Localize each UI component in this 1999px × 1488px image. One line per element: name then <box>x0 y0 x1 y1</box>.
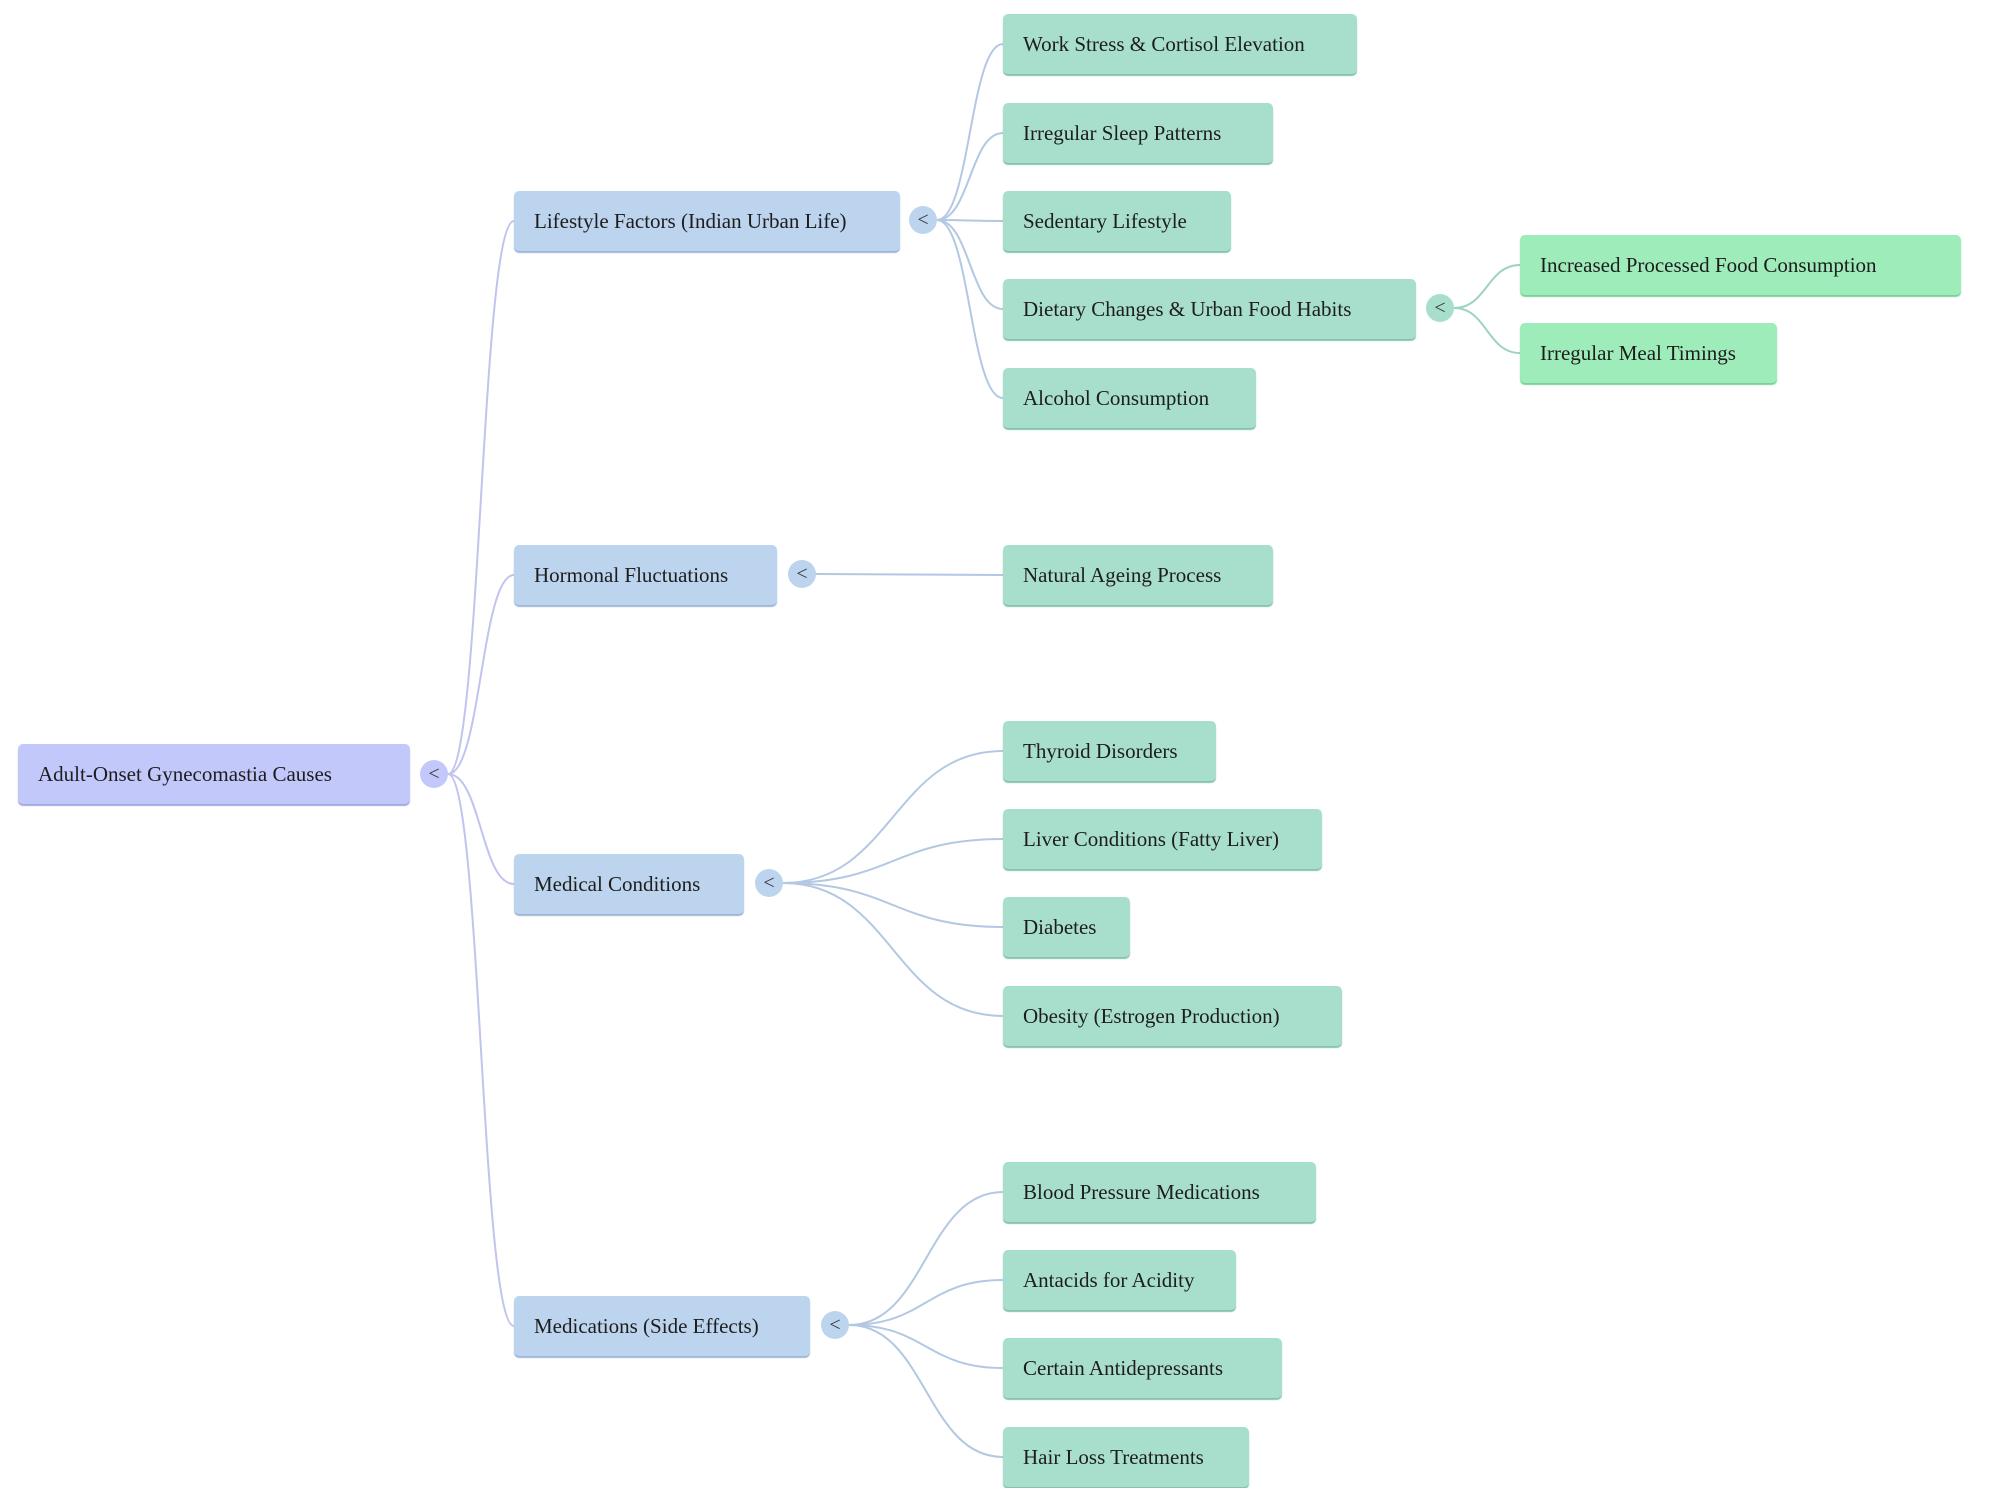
leaf-irregular-sleep[interactable]: Irregular Sleep Patterns <box>1003 103 1273 163</box>
branch-label: Hormonal Fluctuations <box>534 562 729 587</box>
medical-link-0 <box>782 750 1004 884</box>
medications-collapse-toggle[interactable]: < <box>821 1311 849 1339</box>
leaf-thyroid-disorders[interactable]: Thyroid Disorders <box>1003 721 1216 781</box>
medications-link-2 <box>848 1324 1004 1369</box>
root-collapse-toggle[interactable]: < <box>420 760 448 788</box>
leaf-antidepressants[interactable]: Certain Antidepressants <box>1003 1338 1282 1398</box>
leaf-antacids[interactable]: Antacids for Acidity <box>1003 1250 1236 1310</box>
dietary-link-0 <box>1453 264 1521 309</box>
lifestyle-link-3 <box>936 219 1004 310</box>
leaf-work-stress[interactable]: Work Stress & Cortisol Elevation <box>1003 14 1357 74</box>
leaf-liver-conditions[interactable]: Liver Conditions (Fatty Liver) <box>1003 809 1322 869</box>
leaf-hair-loss-treatments[interactable]: Hair Loss Treatments <box>1003 1427 1249 1487</box>
root-link-1 <box>447 574 515 775</box>
medical-link-2 <box>782 882 1004 928</box>
branch-medications[interactable]: Medications (Side Effects) <box>514 1296 810 1356</box>
root-label: Adult-Onset Gynecomastia Causes <box>38 761 332 786</box>
hormonal-link-0 <box>815 573 1004 576</box>
leaf-alcohol-consumption[interactable]: Alcohol Consumption <box>1003 368 1256 428</box>
branch-label: Medications (Side Effects) <box>534 1313 759 1338</box>
lifestyle-link-0 <box>936 43 1004 221</box>
branch-lifestyle-factors[interactable]: Lifestyle Factors (Indian Urban Life) <box>514 191 900 251</box>
medical-link-3 <box>782 882 1004 1017</box>
branch-hormonal-fluctuations[interactable]: Hormonal Fluctuations <box>514 545 777 605</box>
hormonal-collapse-toggle[interactable]: < <box>788 560 816 588</box>
dietary-link-1 <box>1453 307 1521 354</box>
leaf-diabetes[interactable]: Diabetes <box>1003 897 1130 957</box>
root-link-3 <box>447 773 515 1327</box>
leaf-natural-ageing[interactable]: Natural Ageing Process <box>1003 545 1273 605</box>
lifestyle-collapse-toggle[interactable]: < <box>909 206 937 234</box>
leaf-obesity[interactable]: Obesity (Estrogen Production) <box>1003 986 1342 1046</box>
lifestyle-link-1 <box>936 132 1004 221</box>
medications-link-3 <box>848 1324 1004 1458</box>
subleaf-irregular-meal-timings[interactable]: Irregular Meal Timings <box>1520 323 1777 383</box>
leaf-sedentary-lifestyle[interactable]: Sedentary Lifestyle <box>1003 191 1231 251</box>
branch-medical-conditions[interactable]: Medical Conditions <box>514 854 744 914</box>
medical-link-1 <box>782 838 1004 884</box>
leaf-dietary-changes[interactable]: Dietary Changes & Urban Food Habits <box>1003 279 1416 339</box>
root-link-0 <box>447 220 515 775</box>
lifestyle-link-2 <box>936 219 1004 222</box>
subleaf-processed-food[interactable]: Increased Processed Food Consumption <box>1520 235 1961 295</box>
branch-label: Medical Conditions <box>534 871 701 896</box>
root-link-2 <box>447 773 515 885</box>
medications-link-1 <box>848 1279 1004 1326</box>
leaf-blood-pressure-medications[interactable]: Blood Pressure Medications <box>1003 1162 1316 1222</box>
root-node[interactable]: Adult-Onset Gynecomastia Causes <box>18 744 410 804</box>
medical-collapse-toggle[interactable]: < <box>755 869 783 897</box>
branch-label: Lifestyle Factors (Indian Urban Life) <box>534 208 847 233</box>
dietary-collapse-toggle[interactable]: < <box>1426 294 1454 322</box>
lifestyle-link-4 <box>936 219 1004 399</box>
medications-link-0 <box>848 1191 1004 1326</box>
